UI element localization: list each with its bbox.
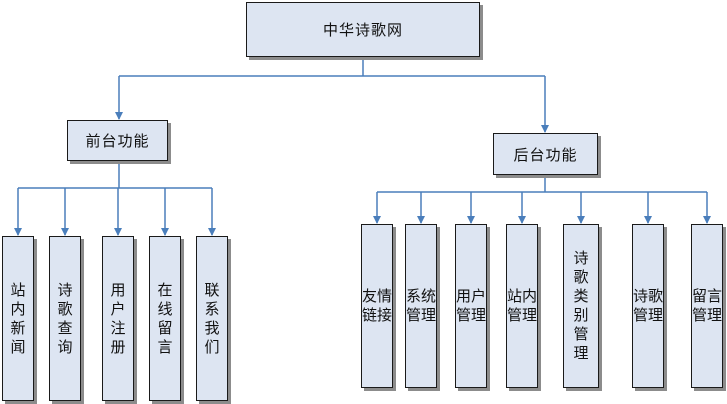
back-leaf-poem-category: 诗歌类别管理: [563, 224, 599, 388]
back-leaf-poem: 诗歌管理: [632, 224, 664, 388]
front-leaf-label: 联系我们: [204, 280, 220, 356]
front-leaf-label: 在线留言: [157, 280, 173, 356]
back-leaf-message-admin: 留言管理: [691, 224, 723, 388]
back-leaf-label: 留言管理: [692, 287, 723, 324]
front-function-node: 前台功能: [67, 120, 168, 161]
back-leaf-user: 用户管理: [455, 224, 487, 388]
root-node: 中华诗歌网: [246, 2, 480, 57]
back-leaf-label: 系统管理: [406, 287, 437, 324]
front-leaf-poem-search: 诗歌查询: [49, 236, 81, 401]
front-function-label: 前台功能: [85, 132, 150, 150]
front-leaf-label: 站内新闻: [10, 280, 26, 356]
back-leaf-label: 用户管理: [456, 287, 487, 324]
back-leaf-label: 诗歌管理: [633, 287, 664, 324]
front-leaf-news: 站内新闻: [2, 236, 34, 401]
back-leaf-site: 站内管理: [506, 224, 538, 388]
root-node-label: 中华诗歌网: [322, 21, 403, 39]
back-leaf-label: 站内管理: [507, 287, 538, 324]
back-function-label: 后台功能: [513, 145, 578, 164]
front-leaf-register: 用户注册: [102, 236, 134, 401]
back-function-node: 后台功能: [493, 133, 598, 175]
back-leaf-label: 友情链接: [362, 287, 393, 324]
front-leaf-label: 诗歌查询: [57, 280, 73, 356]
front-leaf-message: 在线留言: [149, 236, 181, 401]
back-leaf-label: 诗歌类别管理: [573, 249, 589, 362]
front-leaf-contact: 联系我们: [196, 236, 228, 401]
front-leaf-label: 用户注册: [110, 280, 126, 356]
back-leaf-friend-links: 友情链接: [361, 224, 393, 388]
back-leaf-system: 系统管理: [405, 224, 437, 388]
